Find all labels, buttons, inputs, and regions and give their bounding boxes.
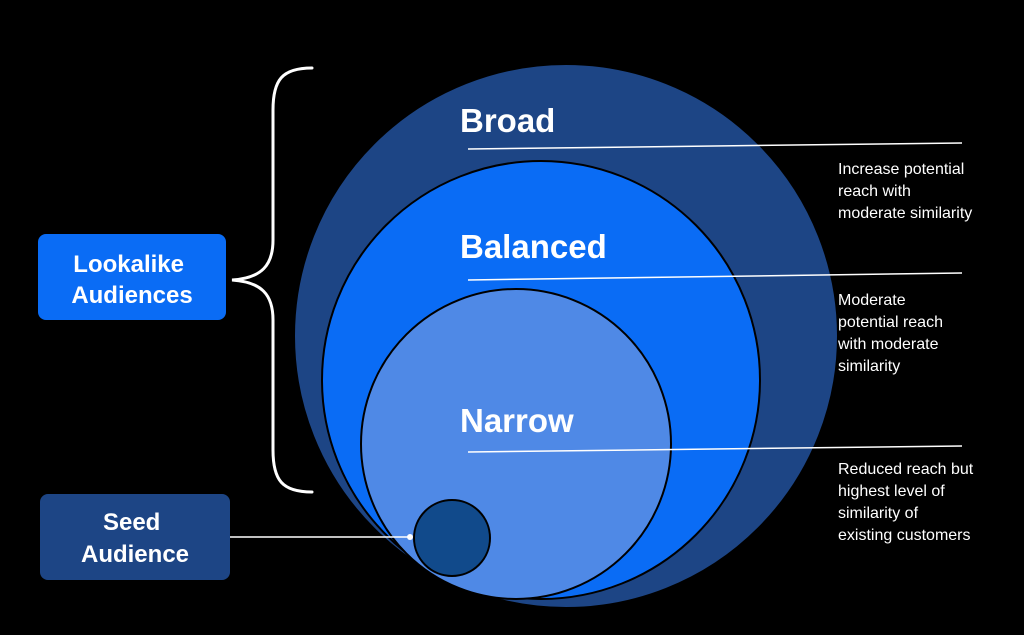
- broad-description: Increase potential reach with moderate s…: [838, 161, 972, 222]
- balanced-description: Moderate potential reach with moderate s…: [837, 292, 947, 375]
- narrow-circle: [360, 288, 672, 600]
- seed-connector-dot: [407, 534, 413, 540]
- narrow-connector-line: [467, 445, 963, 453]
- balanced-connector-line: [467, 272, 963, 281]
- seed-circle: [413, 499, 491, 577]
- lookalike-audiences-label: Lookalike Audiences: [71, 251, 192, 309]
- seed-audience-label: Seed Audience: [81, 509, 189, 568]
- lookalike-audiences-box: [38, 234, 226, 320]
- lookalike-brace: [231, 66, 314, 494]
- seed-audience-box: [40, 494, 230, 580]
- broad-connector-line: [467, 142, 963, 150]
- balanced-label: Balanced: [460, 228, 607, 265]
- narrow-label: Narrow: [460, 402, 574, 439]
- narrow-description: Reduced reach but highest level of simil…: [838, 461, 978, 544]
- broad-label: Broad: [460, 102, 555, 139]
